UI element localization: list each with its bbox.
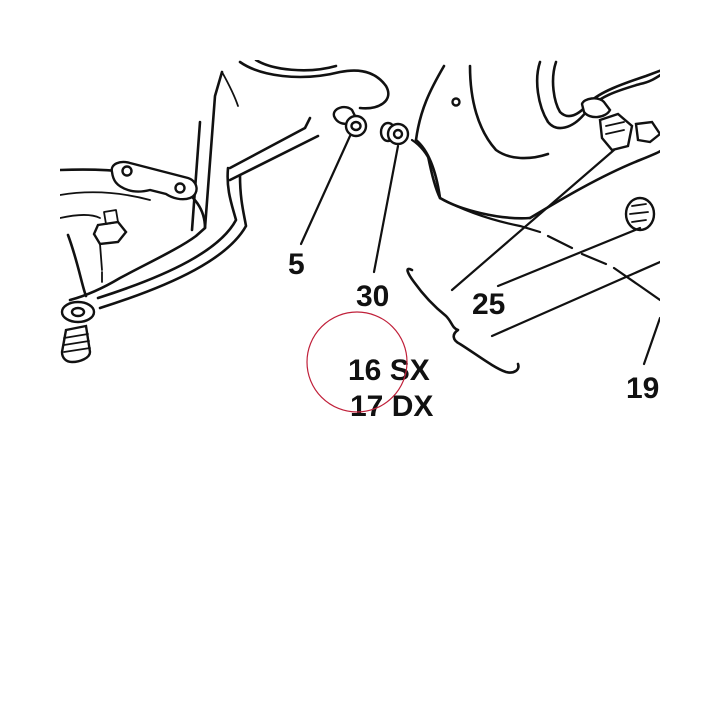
leader-30 xyxy=(372,144,400,274)
callout-16-sx: 16 SX xyxy=(348,354,430,387)
callout-30: 30 xyxy=(356,280,389,313)
leader-5 xyxy=(299,134,352,246)
bushing-part-5 xyxy=(332,105,368,138)
callout-19: 19 xyxy=(626,372,659,405)
callout-17-dx: 17 DX xyxy=(350,390,433,423)
rod-clamp xyxy=(580,97,612,119)
leader-lines xyxy=(299,134,660,366)
leader-19 xyxy=(642,316,660,366)
leader-dash-lower xyxy=(490,260,660,338)
leader-25a xyxy=(450,148,616,292)
bushing-part-30 xyxy=(379,121,410,146)
leader-25b xyxy=(496,226,642,288)
left-bracket-assembly xyxy=(60,60,390,364)
callout-5: 5 xyxy=(288,248,305,281)
leader-16-17 xyxy=(410,138,660,302)
highlight-circle xyxy=(306,311,408,413)
bolt xyxy=(92,220,128,246)
group-brace xyxy=(406,267,520,374)
right-fender-assembly xyxy=(414,60,660,232)
callout-25: 25 xyxy=(472,288,505,321)
